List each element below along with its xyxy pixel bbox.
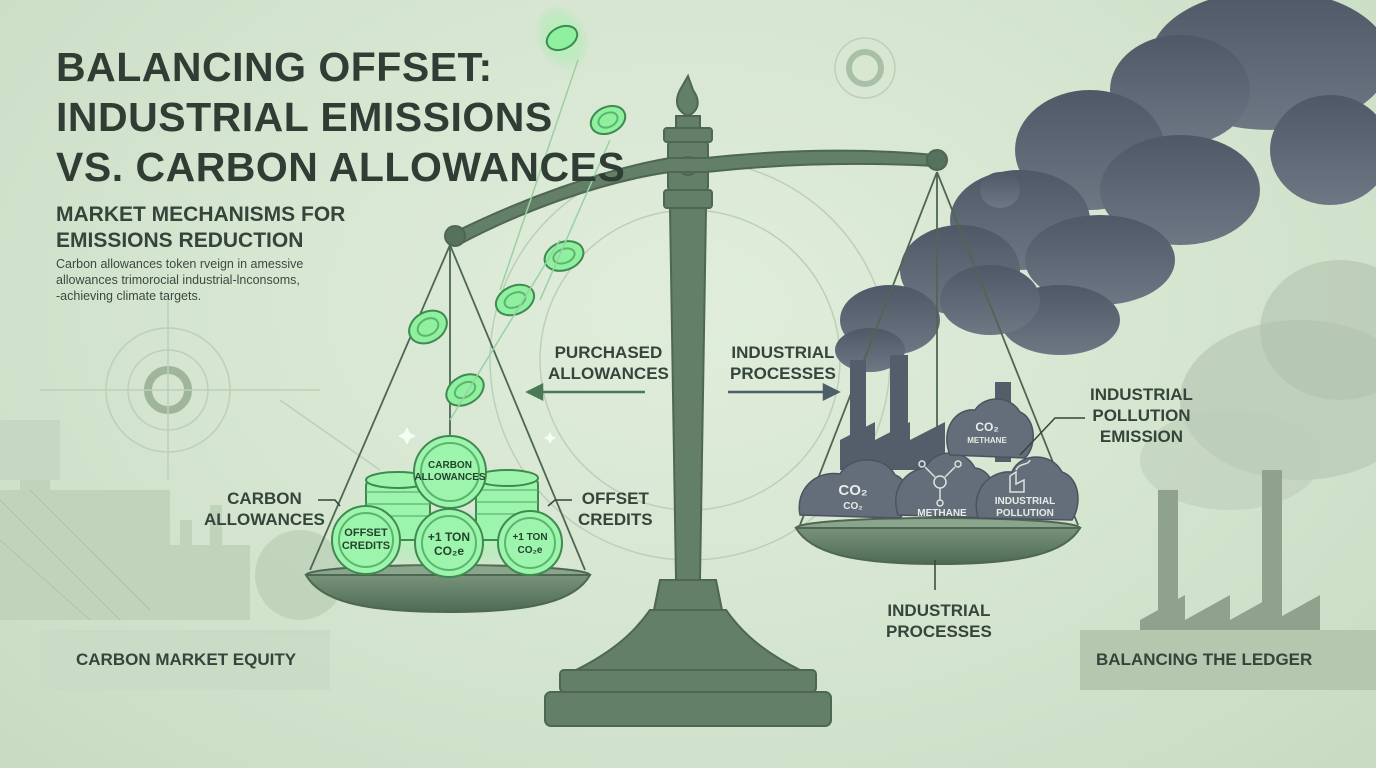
right-pan	[794, 517, 1082, 566]
cloud-co2: CO₂ CO₂	[818, 482, 888, 514]
description-line: -achieving climate targets.	[56, 289, 202, 303]
left-factory-silhouette	[0, 420, 345, 690]
coin-text: OFFSET	[344, 527, 388, 539]
arrow-right-icon	[728, 382, 841, 402]
coin-offset-credits: OFFSET CREDITS	[334, 527, 398, 553]
coin-text: +1 TON	[427, 530, 471, 544]
cloud-text: METHANE	[917, 508, 967, 519]
title-line: INDUSTRIAL EMISSIONS	[56, 94, 553, 140]
coin-text: CO₂e	[517, 545, 543, 556]
label-line: OFFSET	[581, 489, 649, 508]
sparkle-icon	[398, 427, 556, 445]
coin-one-ton: +1 TON CO₂e	[417, 530, 481, 558]
description-line: Carbon allowances token rveign in amessi…	[56, 257, 304, 271]
cloud-text: POLLUTION	[996, 508, 1054, 519]
coin-text: CARBON	[428, 460, 472, 471]
subtitle-line: EMISSIONS REDUCTION	[56, 229, 304, 252]
label-industrial-pollution-emission: INDUSTRIAL POLLUTION EMISSION	[1090, 384, 1193, 447]
label-line: PROCESSES	[730, 364, 836, 383]
coin-text: CO₂e	[433, 544, 464, 558]
label-line: INDUSTRIAL	[887, 601, 991, 620]
label-line: PURCHASED	[554, 343, 663, 362]
label-line: CARBON	[227, 489, 302, 508]
main-title: BALANCING OFFSET: INDUSTRIAL EMISSIONS V…	[56, 42, 626, 192]
label-industrial-processes-top: INDUSTRIAL PROCESSES	[730, 342, 836, 384]
title-line: BALANCING OFFSET:	[56, 44, 493, 90]
footer-left: CARBON MARKET EQUITY	[76, 650, 297, 669]
subtitle-line: MARKET MECHANISMS FOR	[56, 203, 346, 226]
emission-clouds	[798, 398, 1079, 521]
label-offset-credits: OFFSET CREDITS	[578, 488, 653, 530]
label-line: CREDITS	[578, 510, 653, 529]
description-line: allowances trimorocial industrial-lncons…	[56, 273, 300, 287]
right-factory-silhouette	[1080, 260, 1376, 690]
factory-icon	[1009, 459, 1031, 493]
footer-right: BALANCING THE LEDGER	[1096, 650, 1313, 669]
label-line: EMISSION	[1099, 427, 1184, 446]
coin-text: ALLOWANCES	[414, 472, 486, 483]
coin-text: CREDITS	[341, 540, 391, 552]
molecule-icon	[918, 460, 962, 507]
description: Carbon allowances token rveign in amessi…	[56, 256, 356, 304]
label-purchased-allowances: PURCHASED ALLOWANCES	[548, 342, 669, 384]
cloud-text: CO₂	[838, 482, 868, 499]
label-line: PROCESSES	[886, 622, 992, 641]
cloud-text: METHANE	[967, 436, 1007, 445]
label-line: POLLUTION	[1092, 406, 1191, 425]
label-line: ALLOWANCES	[204, 510, 325, 529]
cloud-text: INDUSTRIAL	[994, 496, 1056, 507]
smoke-plume	[835, 0, 1376, 372]
cloud-industrial-pollution: INDUSTRIAL POLLUTION	[982, 496, 1068, 520]
cloud-co2-methane: CO₂ METHANE	[952, 420, 1022, 448]
arrow-left-icon	[525, 382, 645, 402]
label-line: INDUSTRIAL	[1090, 385, 1193, 404]
label-industrial-processes-bottom: INDUSTRIAL PROCESSES	[886, 600, 992, 642]
balance-scale	[444, 73, 948, 727]
label-line: INDUSTRIAL	[731, 343, 835, 362]
coin-text: +1 TON	[512, 532, 548, 543]
coin-one-ton-right: +1 TON CO₂e	[500, 531, 560, 557]
subtitle: MARKET MECHANISMS FOR EMISSIONS REDUCTIO…	[56, 202, 345, 254]
title-line: VS. CARBON ALLOWANCES	[56, 144, 626, 190]
label-line: ALLOWANCES	[548, 364, 669, 383]
coin-carbon-allowances: CARBON ALLOWANCES	[414, 460, 486, 484]
cloud-text: CO₂	[975, 420, 999, 434]
cloud-methane: METHANE	[902, 507, 982, 520]
label-carbon-allowances: CARBON ALLOWANCES	[204, 488, 325, 530]
coin-stack	[331, 435, 563, 578]
cloud-text: CO₂	[843, 501, 863, 512]
